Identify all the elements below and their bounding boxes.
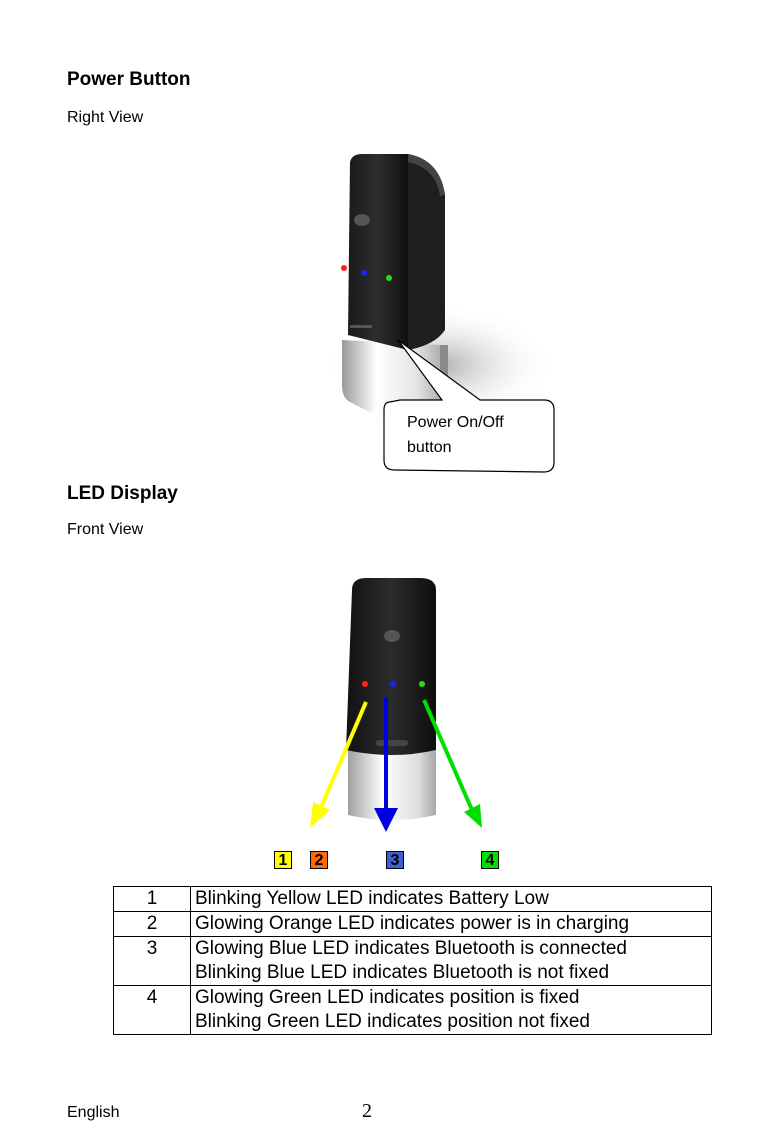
led-description-cell: Glowing Green LED indicates position is … <box>190 985 712 1035</box>
footer-language: English <box>67 1104 120 1121</box>
green-arrow <box>422 699 474 811</box>
led-number-cell: 2 <box>113 911 191 937</box>
front-green-led-icon <box>419 681 425 687</box>
led-badge-1: 1 <box>274 851 292 869</box>
led-description-line: Glowing Blue LED indicates Bluetooth is … <box>195 938 627 959</box>
callout-line-1: Power On/Off <box>407 414 504 431</box>
green-led-icon <box>386 275 392 281</box>
power-callout-text: Power On/Off button <box>407 410 504 460</box>
front-view-label: Front View <box>67 521 144 538</box>
yellow-arrow <box>318 701 368 811</box>
led-badge-3: 3 <box>386 851 404 869</box>
led-number-cell: 3 <box>113 936 191 986</box>
led-description-line: Glowing Green LED indicates position is … <box>195 987 580 1008</box>
device-front-view-image <box>310 578 482 832</box>
power-callout-bubble <box>383 339 555 473</box>
led-description-cell: Glowing Orange LED indicates power is in… <box>190 911 712 937</box>
right-view-label: Right View <box>67 109 144 126</box>
led-description-cell: Blinking Yellow LED indicates Battery Lo… <box>190 886 712 912</box>
led-number-cell: 1 <box>113 886 191 912</box>
blue-led-icon <box>361 270 367 276</box>
led-number-cell: 4 <box>113 985 191 1035</box>
led-description-line: Blinking Blue LED indicates Bluetooth is… <box>195 962 610 983</box>
led-badge-4: 4 <box>481 851 499 869</box>
front-red-led-icon <box>362 681 368 687</box>
callout-line-2: button <box>407 439 452 456</box>
front-blue-led-icon <box>390 681 396 687</box>
red-led-icon <box>341 265 347 271</box>
footer-page-number: 2 <box>362 1100 372 1122</box>
led-description-line: Blinking Green LED indicates position no… <box>195 1011 591 1032</box>
led-display-heading: LED Display <box>67 483 178 504</box>
led-description-line: Blinking Yellow LED indicates Battery Lo… <box>195 888 549 909</box>
led-description-line: Glowing Orange LED indicates power is in… <box>195 913 630 934</box>
led-description-cell: Glowing Blue LED indicates Bluetooth is … <box>190 936 712 986</box>
power-button-heading: Power Button <box>67 69 191 90</box>
led-badge-2: 2 <box>310 851 328 869</box>
